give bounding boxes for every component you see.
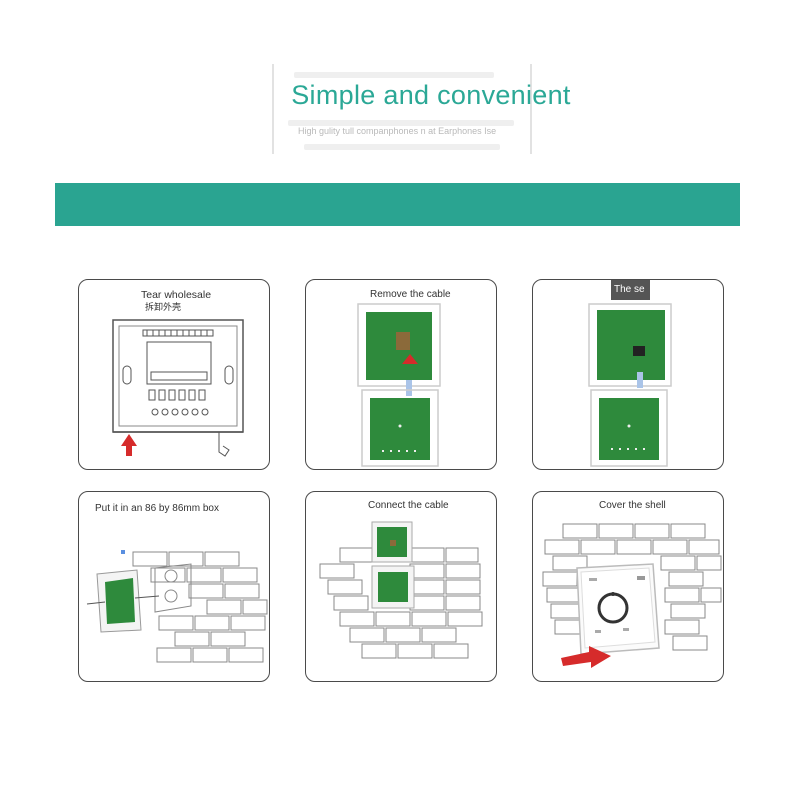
- step-caption: Remove the cable: [370, 289, 451, 300]
- red-arrow-icon: [121, 434, 137, 456]
- step-caption: Tear wholesale: [141, 289, 212, 301]
- title-frame-deco: [294, 72, 494, 78]
- page-subtitle: High gulity tull companphones n at Earph…: [298, 126, 497, 136]
- cover-illustration: [542, 523, 722, 668]
- tear-illustration: [112, 319, 244, 457]
- red-arrow-icon: [561, 646, 611, 668]
- separate-illustration: [588, 303, 672, 467]
- red-arrow-icon: [402, 354, 418, 364]
- page-title: Simple and convenient: [291, 80, 571, 110]
- remove-cable-illustration: [357, 303, 441, 467]
- step-caption: Cover the shell: [599, 500, 666, 511]
- title-frame: [272, 64, 532, 154]
- connect-illustration: [319, 521, 483, 659]
- step-card-remove-cable: Remove the cable: [305, 279, 497, 470]
- section-banner-label: Installation _Removal: [368, 12, 531, 31]
- step-card-tear: Tear wholesale 拆卸外壳: [78, 279, 270, 470]
- title-frame-deco: [288, 120, 514, 126]
- step-card-box: Put it in an 86 by 86mm box: [78, 491, 270, 682]
- step-card-connect: Connect the cable: [305, 491, 497, 682]
- box-illustration: [86, 550, 268, 663]
- title-frame-deco: [304, 144, 500, 150]
- step-caption: The se: [611, 280, 650, 300]
- step-card-cover: Cover the shell: [532, 491, 724, 682]
- step-card-separate: The se: [532, 279, 724, 470]
- step-caption: Put it in an 86 by 86mm box: [95, 503, 219, 514]
- step-subcaption: 拆卸外壳: [145, 302, 182, 312]
- step-caption: Connect the cable: [368, 500, 449, 511]
- section-banner: [55, 183, 740, 226]
